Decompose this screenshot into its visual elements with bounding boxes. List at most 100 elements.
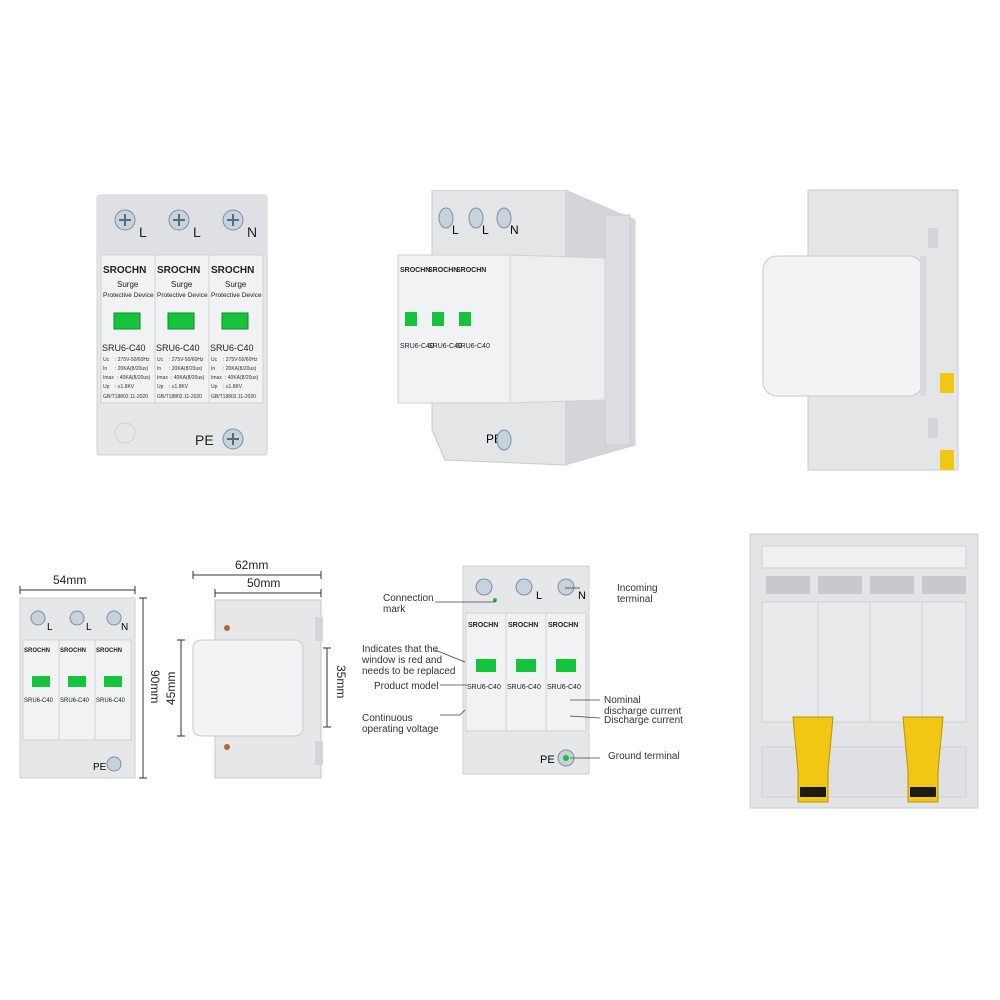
protective-device-label: Protective Device	[103, 292, 154, 299]
status-window	[221, 312, 249, 330]
spec-imax: Imax	[157, 375, 168, 381]
standard-label: GB/T18802.11-2020	[157, 394, 202, 400]
height-dimension-label: 90mm	[148, 670, 162, 703]
ground-screw-icon	[106, 756, 122, 772]
pe-label: PE	[93, 762, 107, 773]
ground-terminal-label: Ground terminal	[608, 751, 680, 762]
terminal-l2-label: L	[193, 224, 201, 240]
spec-up-value: : ≤1.8KV	[223, 384, 243, 390]
standard-label: GB/T18802.11-2020	[103, 394, 148, 400]
screw-icon	[114, 209, 136, 231]
product-model-label: Product model	[374, 681, 439, 692]
status-window	[432, 312, 444, 326]
nominal-discharge-label: Nominal discharge current	[604, 695, 682, 717]
brand-label: SROCHN	[103, 265, 146, 276]
terminal-n-label: N	[578, 590, 586, 602]
rail-height-label: 35mm	[334, 665, 348, 698]
brand-label: SROCHN	[428, 267, 458, 274]
terminal-l2-label: L	[482, 223, 489, 237]
surge-label: Surge	[171, 280, 193, 289]
spec-uc: Uc	[103, 357, 110, 363]
pe-label: PE	[540, 754, 555, 766]
status-window	[405, 312, 417, 326]
screw-icon	[438, 207, 454, 229]
screw-icon	[106, 610, 122, 626]
terminal-l1-label: L	[452, 223, 459, 237]
screw-icon	[168, 209, 190, 231]
brand-label: SROCHN	[548, 622, 578, 629]
discharge-current-label: Discharge current	[604, 715, 683, 726]
annotated-front-photo: L N SROCHN SROCHN SROCHN SRU6-C40 SRU6-C…	[462, 565, 590, 775]
continuous-voltage-label: Continuous operating voltage	[362, 713, 439, 735]
front-dimension-drawing: 54mm L L N SROCHN SROCHN SROCHN SRU6-C40…	[19, 573, 162, 779]
spec-up: Up	[211, 384, 218, 390]
protective-device-label: Protective Device	[211, 292, 262, 299]
spec-uc-value: : 275V-50/60Hz	[223, 357, 258, 363]
ground-screw-icon	[222, 428, 244, 450]
side-dimension-drawing: 62mm 50mm 45mm 35mm	[165, 558, 348, 779]
spec-in-value: : 20KA(8/20us)	[115, 366, 149, 372]
window-red-label: Indicates that the window is red and nee…	[362, 644, 456, 677]
screw-icon	[468, 207, 484, 229]
callout-leaders	[434, 587, 601, 759]
spec-uc: Uc	[157, 357, 164, 363]
brand-label: SROCHN	[24, 648, 50, 654]
terminal-l2-label: L	[86, 622, 92, 633]
spec-up: Up	[157, 384, 164, 390]
brand-label: SROCHN	[468, 622, 498, 629]
surge-label: Surge	[117, 280, 139, 289]
spec-uc: Uc	[211, 357, 218, 363]
model-label: SRU6-C40	[24, 698, 54, 704]
terminal-l1-label: L	[139, 224, 147, 240]
status-window	[167, 312, 195, 330]
model-label: SRU6-C40	[428, 343, 462, 350]
brand-label: SROCHN	[508, 622, 538, 629]
surge-label: Surge	[225, 280, 247, 289]
standard-label: GB/T18802.11-2020	[211, 394, 256, 400]
terminal-l2-label: L	[536, 590, 542, 602]
protective-device-label: Protective Device	[157, 292, 208, 299]
spec-imax: Imax	[103, 375, 114, 381]
incoming-terminal-label: Incoming terminal	[617, 583, 658, 605]
depth-inner-label: 50mm	[247, 576, 280, 590]
screw-icon	[30, 610, 46, 626]
screw-icon	[69, 610, 85, 626]
brand-label: SROCHN	[400, 267, 430, 274]
model-label: SRU6-C40	[210, 343, 254, 353]
spec-up: Up	[103, 384, 110, 390]
spec-uc-value: : 275V-50/60Hz	[169, 357, 204, 363]
screw-icon	[496, 207, 512, 229]
spec-up-value: : ≤1.8KV	[115, 384, 135, 390]
spec-imax-value: : 40KA(8/20us)	[225, 375, 259, 381]
front-height-label: 45mm	[165, 672, 178, 705]
terminal-n-label: N	[121, 622, 128, 633]
status-window	[113, 312, 141, 330]
brand-label: SROCHN	[157, 265, 200, 276]
spec-up-value: : ≤1.8KV	[169, 384, 189, 390]
brand-label: SROCHN	[456, 267, 486, 274]
spec-in: In	[211, 366, 215, 372]
model-label: SRU6-C40	[102, 343, 146, 353]
status-window	[556, 659, 576, 672]
spec-imax-value: : 40KA(8/20us)	[171, 375, 205, 381]
spec-in-value: : 20KA(8/20us)	[169, 366, 203, 372]
spec-uc-value: : 275V-50/60Hz	[115, 357, 150, 363]
screw-icon	[475, 578, 493, 596]
model-label: SRU6-C40	[467, 684, 501, 691]
model-label: SRU6-C40	[547, 684, 581, 691]
connection-mark-label: Connection mark	[383, 593, 434, 615]
status-window	[68, 676, 86, 687]
model-label: SRU6-C40	[400, 343, 434, 350]
spec-imax-value: : 40KA(8/20us)	[117, 375, 151, 381]
status-window	[459, 312, 471, 326]
screw-icon	[515, 578, 533, 596]
screw-icon	[557, 578, 575, 596]
angled-view-photo: L L N SROCHN SROCHN SROCHN SRU6-C40 SRU6…	[397, 190, 636, 466]
depth-total-label: 62mm	[235, 558, 268, 572]
side-view-photo	[762, 189, 959, 471]
brand-label: SROCHN	[60, 648, 86, 654]
status-window	[516, 659, 536, 672]
width-dimension-label: 54mm	[53, 573, 86, 587]
spec-in: In	[103, 366, 107, 372]
terminal-l1-label: L	[47, 622, 53, 633]
